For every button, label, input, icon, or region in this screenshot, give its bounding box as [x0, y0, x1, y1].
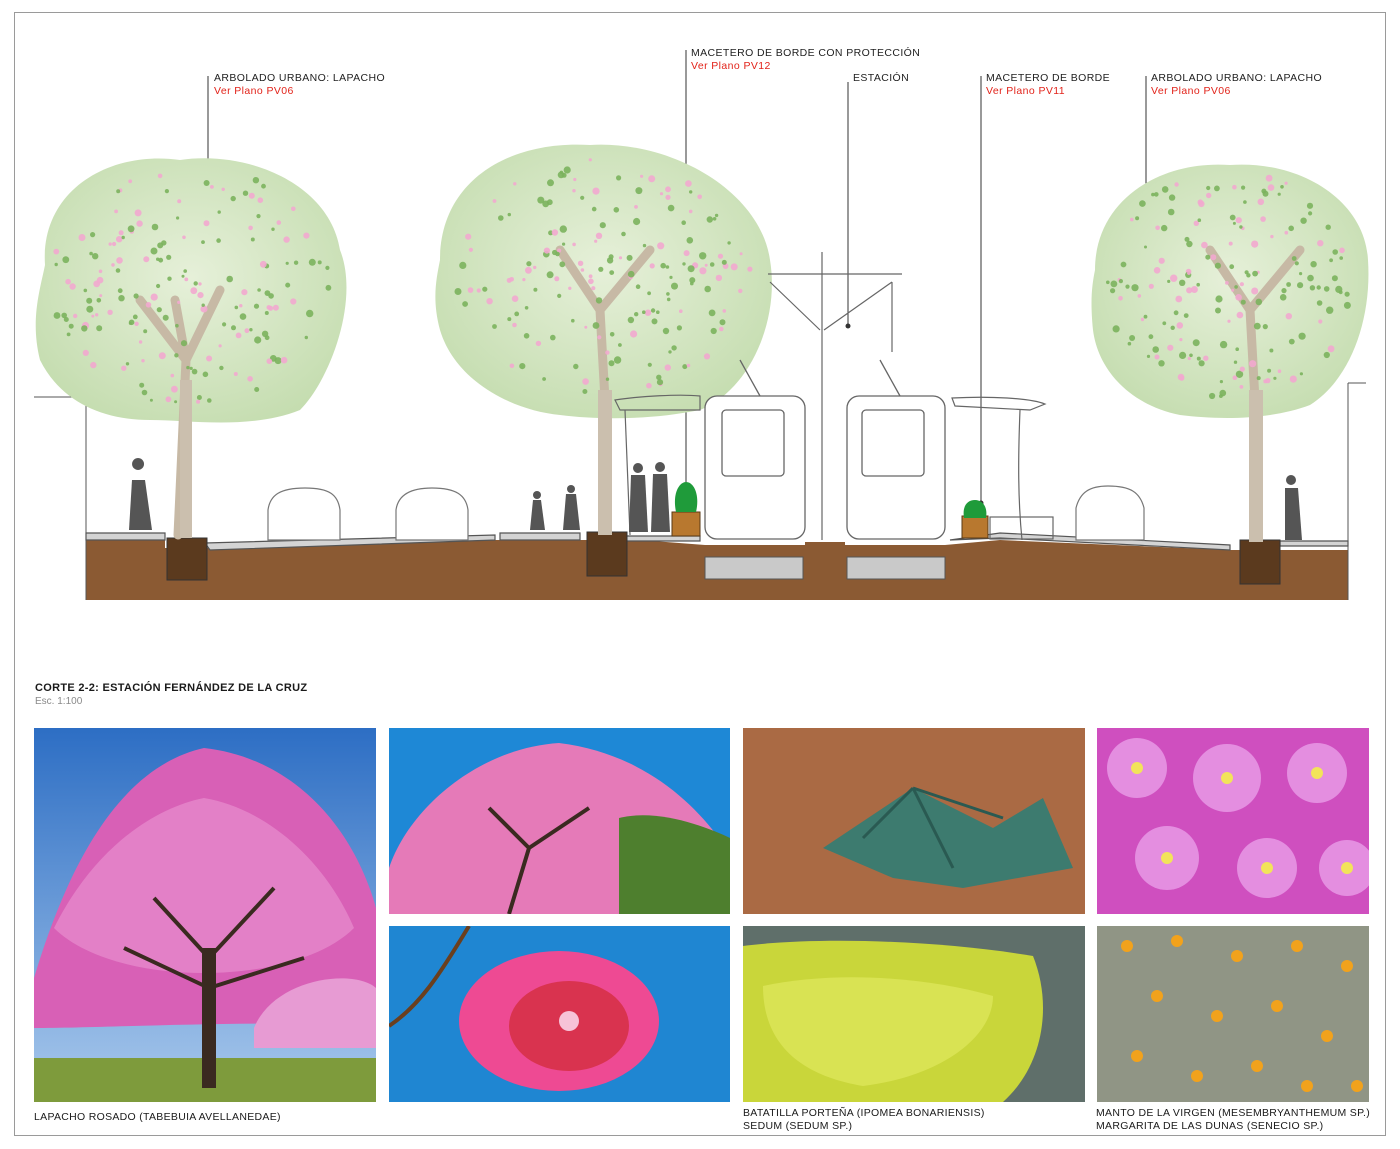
callout-ref: Ver Plano PV12 [691, 60, 771, 72]
photo-manto-virgen [1097, 728, 1369, 914]
station-structure [614, 252, 1054, 541]
callout-station: ESTACIÓN [853, 72, 909, 85]
caption-ground-cover: BATATILLA PORTEÑA (IPOMEA BONARIENSIS) S… [743, 1107, 985, 1133]
caption-margarita: MARGARITA DE LAS DUNAS (SENECIO SP.) [1096, 1120, 1324, 1132]
drawing-frame [14, 12, 1386, 1136]
caption-sedum: SEDUM (SEDUM SP.) [743, 1120, 853, 1132]
trams [704, 359, 946, 540]
caption-batatilla: BATATILLA PORTEÑA (IPOMEA BONARIENSIS) [743, 1107, 985, 1119]
callout-planter: MACETERO DE BORDE Ver Plano PV11 [986, 72, 1110, 98]
caption-succulents: MANTO DE LA VIRGEN (MESEMBRYANTHEMUM SP.… [1096, 1107, 1370, 1133]
photo-lapacho-tree [34, 728, 376, 1102]
callout-ref: Ver Plano PV11 [986, 85, 1065, 97]
callout-title: ARBOLADO URBANO: LAPACHO [1151, 72, 1323, 84]
tree-left [35, 158, 347, 540]
caption-manto-virgen: MANTO DE LA VIRGEN (MESEMBRYANTHEMUM SP.… [1096, 1107, 1371, 1119]
people [129, 458, 1302, 540]
photo-batatilla [743, 728, 1085, 914]
photo-lapacho-crown [389, 728, 730, 914]
photo-margarita-dunas [1097, 926, 1369, 1102]
tree-right [1091, 164, 1369, 542]
cars [267, 485, 1145, 541]
caption-lapacho: LAPACHO ROSADO (TABEBUIA AVELLANEDAE) [34, 1111, 281, 1123]
photo-sedum [743, 926, 1085, 1102]
callout-tree-right: ARBOLADO URBANO: LAPACHO Ver Plano PV06 [1151, 72, 1322, 98]
callout-planter-protected: MACETERO DE BORDE CON PROTECCIÓN Ver Pla… [691, 47, 920, 73]
planters [671, 482, 989, 539]
street-section-drawing [34, 50, 1369, 600]
callout-ref: Ver Plano PV06 [214, 85, 294, 97]
callout-tree-left: ARBOLADO URBANO: LAPACHO Ver Plano PV06 [214, 72, 385, 98]
callout-title: MACETERO DE BORDE [986, 72, 1111, 84]
callout-title: ESTACIÓN [853, 72, 910, 84]
photo-lapacho-flower [389, 926, 730, 1102]
canopy-speckles [53, 158, 1351, 404]
callout-title: ARBOLADO URBANO: LAPACHO [214, 72, 386, 84]
tree-center [435, 144, 772, 535]
section-scale: Esc. 1:100 [35, 696, 83, 707]
callout-title: MACETERO DE BORDE CON PROTECCIÓN [691, 47, 921, 59]
section-title: CORTE 2-2: ESTACIÓN FERNÁNDEZ DE LA CRUZ [35, 682, 308, 694]
callout-ref: Ver Plano PV06 [1151, 85, 1231, 97]
